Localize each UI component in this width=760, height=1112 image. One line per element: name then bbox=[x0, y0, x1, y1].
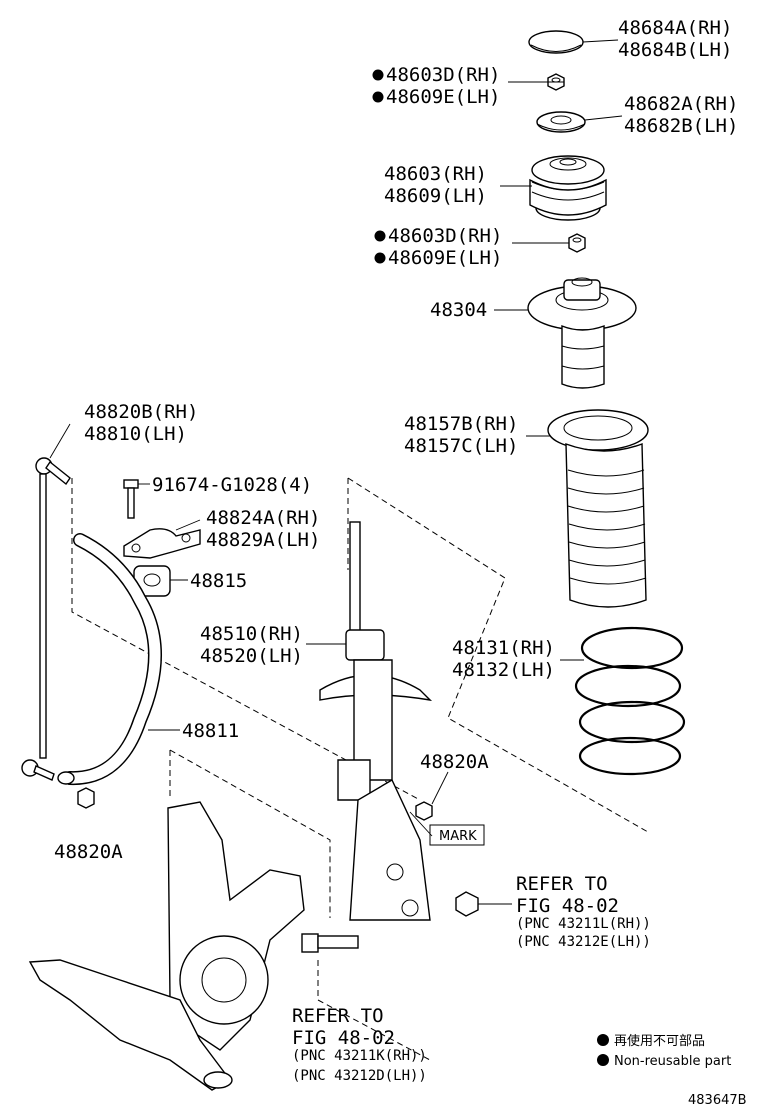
callout-refer-left: REFER TO FIG 48-02 (PNC 43211K(RH)) (PNC… bbox=[292, 1005, 427, 1084]
non-reusable-dot-icon bbox=[374, 230, 386, 242]
callout-text: 48609E(LH) bbox=[388, 247, 502, 269]
non-reusable-dot-icon bbox=[372, 91, 384, 103]
callout-48684: 48684A(RH) 48684B(LH) bbox=[618, 17, 732, 61]
callout-48820b: 48820B(RH) 48810(LH) bbox=[84, 401, 198, 445]
callout-text: 48131(RH) bbox=[452, 637, 555, 659]
non-reusable-dot-icon bbox=[597, 1054, 609, 1066]
callout-text: 48810(LH) bbox=[84, 423, 187, 445]
knuckle-bolt-part bbox=[301, 933, 359, 953]
callout-text: 48684A(RH) bbox=[618, 17, 732, 39]
callout-text: 48684B(LH) bbox=[618, 39, 732, 61]
callout-text: 48603D(RH) bbox=[386, 64, 500, 86]
lower-arm-part bbox=[28, 959, 233, 1091]
callout-text: 48829A(LH) bbox=[206, 529, 320, 551]
callout-text: 48157C(LH) bbox=[404, 435, 518, 457]
steering-knuckle-part bbox=[167, 801, 305, 1051]
callout-refer-right: REFER TO FIG 48-02 (PNC 43211L(RH)) (PNC… bbox=[516, 873, 651, 950]
callout-text: 48157B(RH) bbox=[404, 413, 518, 435]
callout-48603d-top: 48603D(RH) 48609E(LH) bbox=[372, 64, 500, 108]
callout-text: 48815 bbox=[190, 570, 247, 592]
callout-text: FIG 48-02 bbox=[292, 1027, 395, 1049]
callout-48131: 48131(RH) 48132(LH) bbox=[452, 637, 555, 681]
callout-text: 48510(RH) bbox=[200, 623, 303, 645]
callout-mark: MARK bbox=[439, 829, 477, 844]
callout-text: 48609E(LH) bbox=[386, 86, 500, 108]
upper-spring-seat-part bbox=[527, 277, 637, 389]
stabilizer-bar-part bbox=[57, 533, 162, 786]
callout-48603d-mid: 48603D(RH) 48609E(LH) bbox=[374, 225, 502, 269]
callout-text: (PNC 43211L(RH)) bbox=[516, 916, 651, 932]
callout-text: 48132(LH) bbox=[452, 659, 555, 681]
callout-text: 48682B(LH) bbox=[624, 115, 738, 137]
callout-text: 48820B(RH) bbox=[84, 401, 198, 423]
callout-text: REFER TO bbox=[292, 1005, 384, 1027]
legend: 再使用不可部品 Non-reusable part bbox=[597, 1033, 731, 1069]
callout-text: FIG 48-02 bbox=[516, 895, 619, 917]
callout-text: 48603(RH) bbox=[384, 163, 487, 185]
callout-text: 48682A(RH) bbox=[624, 93, 738, 115]
callout-text: 48609(LH) bbox=[384, 185, 487, 207]
stabilizer-link-part bbox=[21, 457, 71, 781]
callout-text: 48820A bbox=[420, 751, 489, 773]
callout-48304: 48304 bbox=[430, 299, 487, 321]
diagram-code: 483647B bbox=[688, 1093, 747, 1108]
callout-text: 48811 bbox=[182, 720, 239, 742]
lock-nut-mid-part bbox=[568, 233, 586, 253]
callout-text: 48820A bbox=[54, 841, 123, 863]
callout-48603: 48603(RH) 48609(LH) bbox=[384, 163, 487, 207]
callout-48157: 48157B(RH) 48157C(LH) bbox=[404, 413, 518, 457]
callout-text: 48520(LH) bbox=[200, 645, 303, 667]
callout-text: 48824A(RH) bbox=[206, 507, 320, 529]
dust-boot-part bbox=[547, 409, 649, 608]
callout-48824: 48824A(RH) 48829A(LH) bbox=[206, 507, 320, 551]
flange-nut-part bbox=[455, 891, 479, 917]
stabilizer-bracket-part bbox=[123, 528, 201, 559]
non-reusable-dot-icon bbox=[374, 252, 386, 264]
nut-right-part bbox=[415, 801, 433, 821]
callout-text: REFER TO bbox=[516, 873, 608, 895]
bolt-part bbox=[123, 479, 139, 519]
bearing-washer-part bbox=[536, 111, 586, 133]
callout-text: 48603D(RH) bbox=[388, 225, 502, 247]
callout-text: 91674-G1028(4) bbox=[152, 474, 312, 496]
nut-left-part bbox=[77, 787, 95, 809]
callout-48811: 48811 bbox=[182, 720, 239, 742]
callout-48510: 48510(RH) 48520(LH) bbox=[200, 623, 303, 667]
callout-48682: 48682A(RH) 48682B(LH) bbox=[624, 93, 738, 137]
callout-text: (PNC 43212E(LH)) bbox=[516, 934, 651, 950]
mark-label: MARK bbox=[439, 829, 477, 844]
legend-en: Non-reusable part bbox=[614, 1054, 731, 1069]
callout-48820a-right: 48820A bbox=[420, 751, 489, 773]
callout-48815: 48815 bbox=[190, 570, 247, 592]
coil-spring-part bbox=[574, 626, 686, 776]
dust-cap-part bbox=[528, 30, 584, 54]
callout-text: (PNC 43211K(RH)) bbox=[292, 1048, 427, 1064]
strut-mount-part bbox=[529, 155, 607, 221]
legend-jp: 再使用不可部品 bbox=[614, 1033, 705, 1049]
non-reusable-dot-icon bbox=[372, 69, 384, 81]
mark-box bbox=[409, 811, 485, 846]
assembly-dashed-lines bbox=[71, 477, 649, 1061]
callout-91674: 91674-G1028(4) bbox=[152, 474, 312, 496]
callout-text: (PNC 43212D(LH)) bbox=[292, 1068, 427, 1084]
callout-text: 48304 bbox=[430, 299, 487, 321]
non-reusable-dot-icon bbox=[597, 1034, 609, 1046]
callout-48820a-left: 48820A bbox=[54, 841, 123, 863]
shock-absorber-part bbox=[319, 521, 433, 921]
